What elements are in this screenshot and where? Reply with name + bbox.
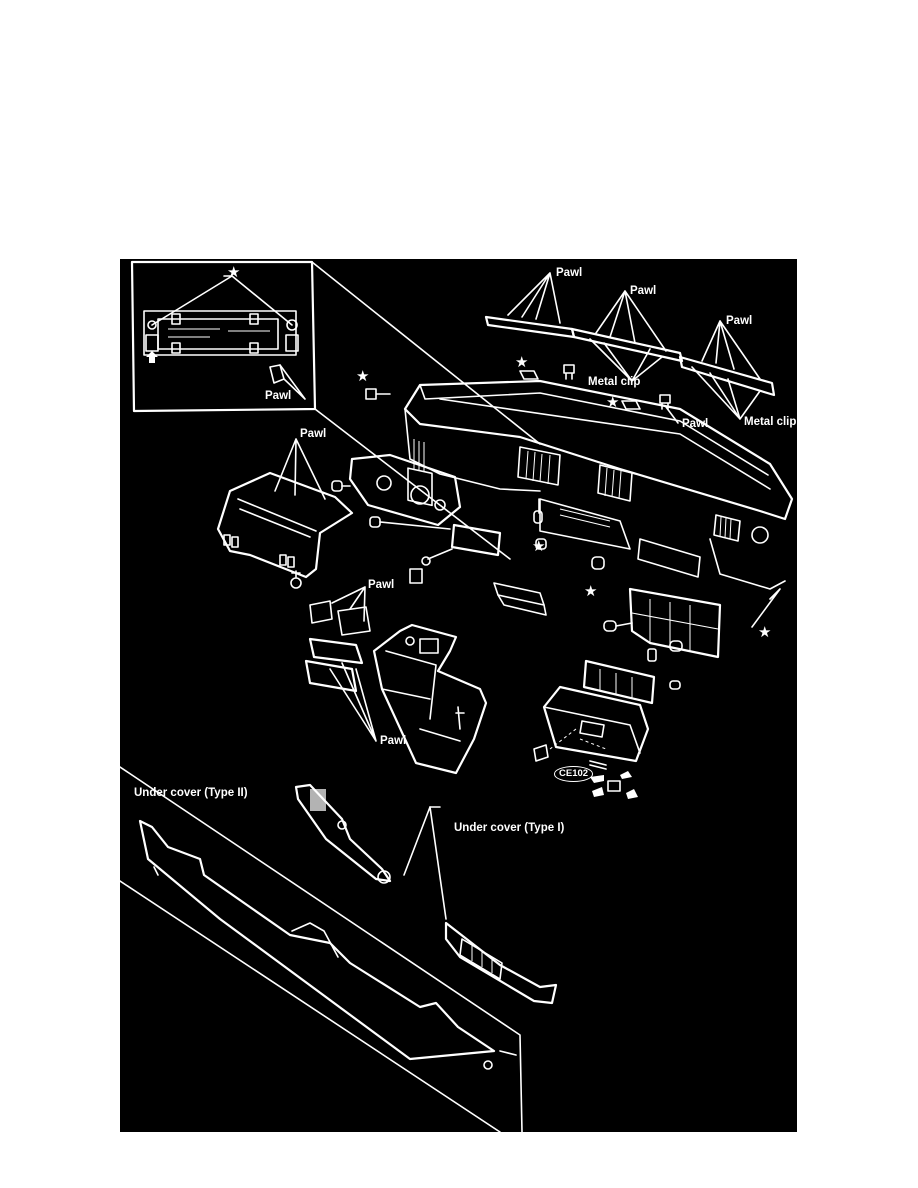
- star-marker: ★: [356, 368, 370, 385]
- dashboard-main: [403, 379, 794, 628]
- label-meter-hood-pawl: Pawl: [300, 428, 327, 440]
- diagram-panel: ★ Pawl Pawl Pawl Pawl Metal clip Metal c…: [120, 259, 797, 1132]
- label-under-cover-type-1: Under cover (Type I): [454, 822, 565, 834]
- figure-code-badge: CE102: [554, 766, 594, 782]
- star-marker: ★: [606, 394, 620, 411]
- label-top-pawl-2: Pawl: [630, 285, 657, 297]
- star-marker: ★: [584, 583, 598, 600]
- inset-detail-box: [130, 260, 541, 560]
- dashboard-exploded-diagram: [120, 260, 794, 1132]
- center-console: [372, 623, 488, 775]
- label-pawl-near-clip: Pawl: [682, 418, 709, 430]
- label-inset-pawl: Pawl: [265, 390, 292, 402]
- label-vent-pawl: Pawl: [368, 579, 395, 591]
- meter-hood: [216, 438, 354, 589]
- glove-box: [533, 659, 681, 799]
- label-metal-clip-1: Metal clip: [588, 376, 641, 388]
- label-metal-clip-2: Metal clip: [744, 416, 797, 428]
- defroster-strip-right: [678, 320, 776, 420]
- under-cover-type-2: [120, 766, 523, 1132]
- cluster-lid: [331, 453, 462, 530]
- star-marker: ★: [532, 538, 546, 555]
- star-marker: ★: [515, 354, 529, 371]
- defroster-strip-center: [570, 290, 684, 382]
- heater-control-parts: [304, 586, 377, 742]
- label-under-cover-type-2: Under cover (Type II): [134, 787, 248, 799]
- star-marker: ★: [227, 264, 241, 281]
- under-cover-type-1: [294, 783, 558, 1005]
- center-bezel: [409, 498, 605, 616]
- star-marker: ★: [758, 624, 772, 641]
- label-console-pawl: Pawl: [380, 735, 407, 747]
- label-top-pawl-1: Pawl: [556, 267, 583, 279]
- defroster-strip-left: [484, 272, 576, 339]
- lower-bracket: [603, 587, 722, 662]
- label-top-pawl-3: Pawl: [726, 315, 753, 327]
